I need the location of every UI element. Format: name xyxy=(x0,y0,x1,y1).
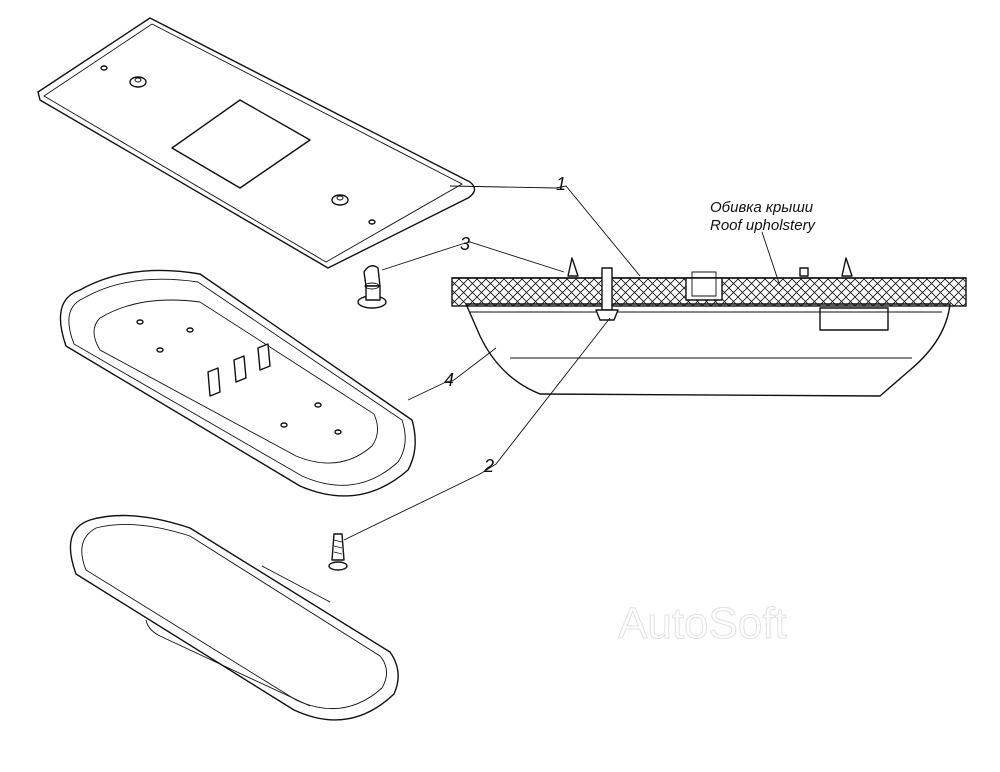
callout-4: 4 xyxy=(444,370,454,390)
section-connector xyxy=(685,277,723,301)
roof-caption-ru: Обивка крыши xyxy=(710,199,814,216)
watermark-logo: AutoSoft xyxy=(618,599,787,648)
terminal-2 xyxy=(233,355,247,383)
plate-hole-1 xyxy=(100,65,108,71)
clip-part xyxy=(357,265,387,309)
section-clip-right xyxy=(841,257,853,277)
terminal-3 xyxy=(257,343,271,371)
leader-roof xyxy=(761,231,781,287)
leader-4 xyxy=(407,347,497,401)
plate-hole-2 xyxy=(368,219,376,225)
plate-square-cutout xyxy=(171,99,311,189)
section-clip-left xyxy=(567,257,579,277)
terminal-1 xyxy=(207,367,221,397)
leader-2 xyxy=(343,317,611,541)
leader-3 xyxy=(381,241,565,273)
leader-lines xyxy=(343,185,781,541)
lamp-housing xyxy=(59,269,416,497)
gasket-plate xyxy=(37,17,476,269)
leader-1 xyxy=(449,185,641,277)
callout-3: 3 xyxy=(460,234,470,254)
lens-diffuser xyxy=(69,514,399,721)
assembled-section-view xyxy=(451,257,967,397)
screw-part xyxy=(328,533,348,571)
callout-2: 2 xyxy=(483,456,494,476)
callout-1: 1 xyxy=(556,174,566,194)
roof-caption-en: Roof upholstery xyxy=(710,217,817,234)
section-screw xyxy=(601,267,613,311)
